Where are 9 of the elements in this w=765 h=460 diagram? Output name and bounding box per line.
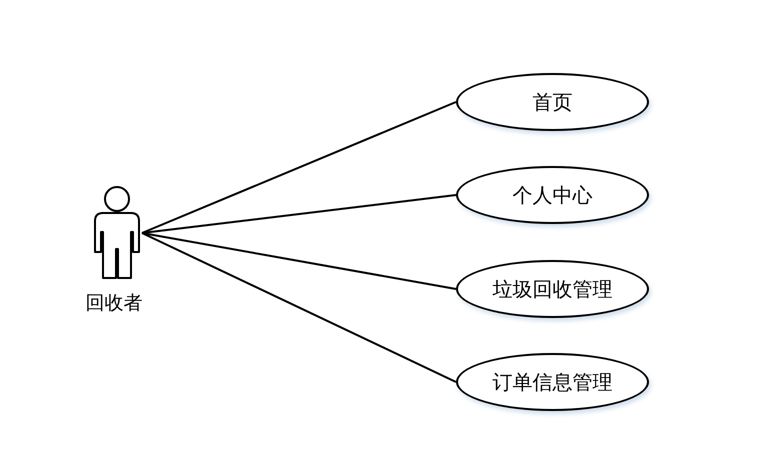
use-case-label: 个人中心	[512, 184, 592, 208]
connector-line	[142, 232, 456, 383]
use-case-label: 垃圾回收管理	[492, 278, 612, 302]
connector-line	[142, 232, 456, 290]
use-case-label: 订单信息管理	[492, 370, 612, 396]
use-case-label: 首页	[532, 90, 572, 116]
connector-line	[142, 101, 456, 234]
connector-line	[142, 194, 456, 234]
actor-label: 回收者	[84, 292, 144, 316]
